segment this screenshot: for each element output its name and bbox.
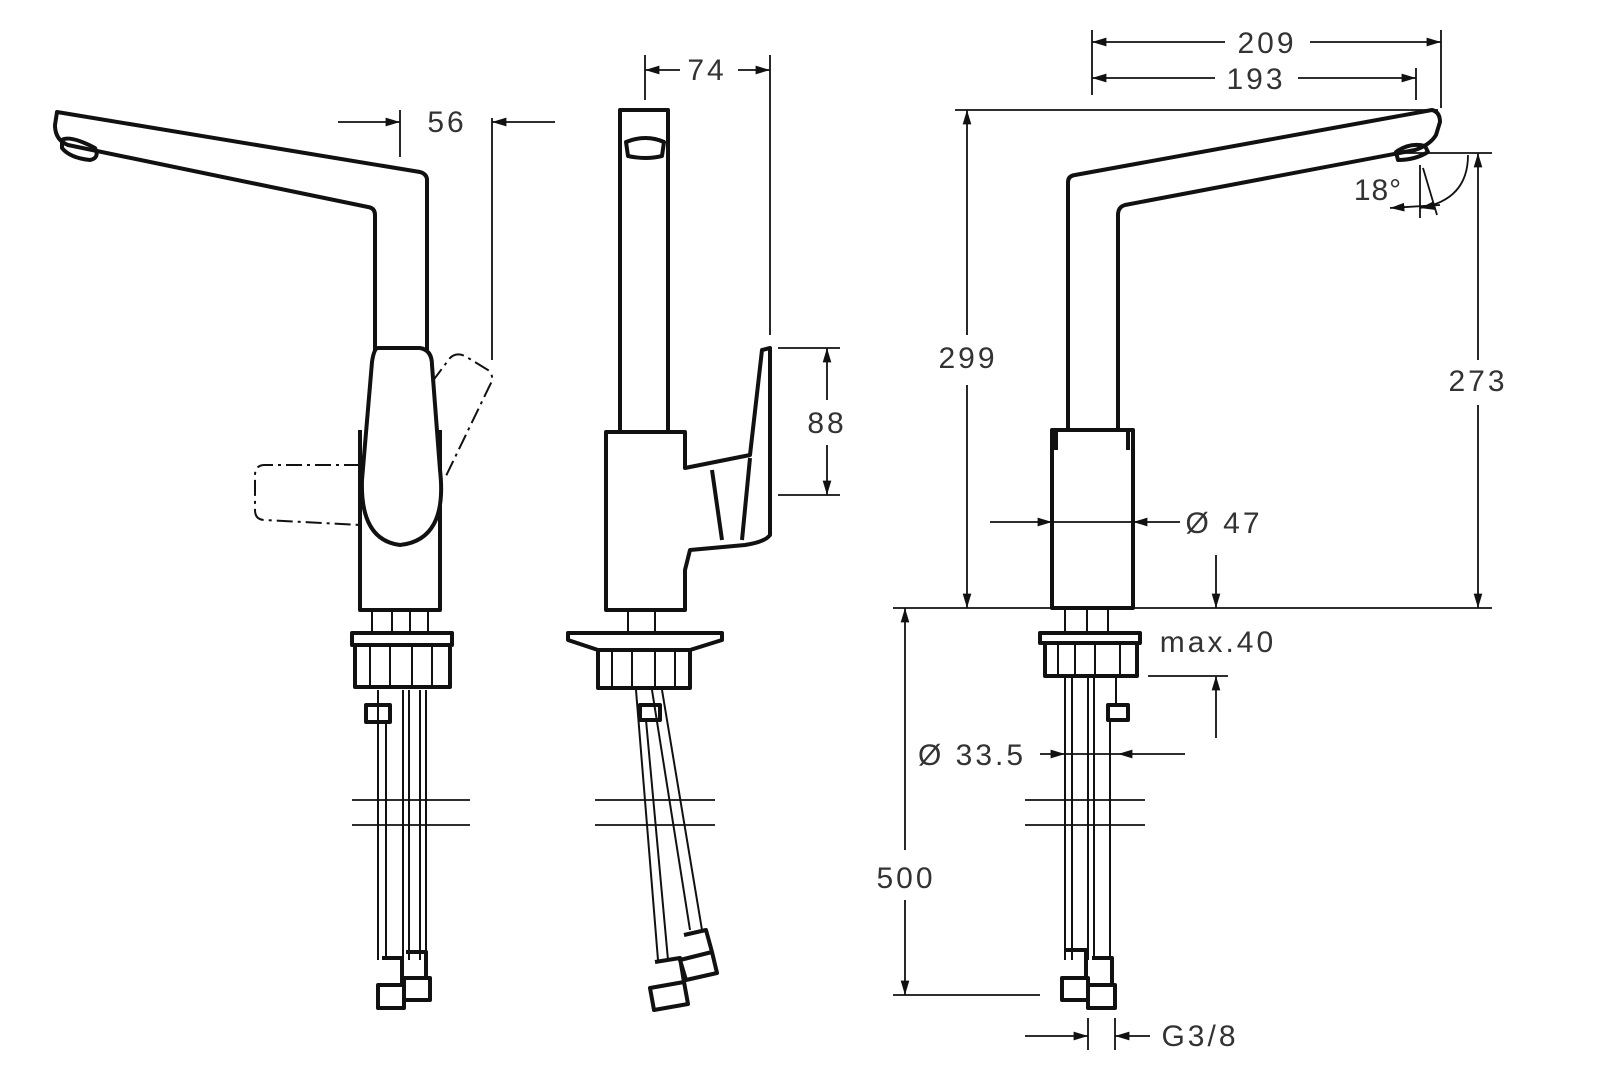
dim-88: 88 [807,407,846,440]
dim-56: 56 [427,106,466,139]
dim-209: 209 [1237,27,1296,60]
dim-diameter-33-5: Ø 33.5 [918,739,1026,772]
dim-max-40: max.40 [1160,626,1276,659]
dim-193: 193 [1226,63,1285,96]
dim-273: 273 [1448,365,1507,398]
svg-text:██: ██ [423,104,472,142]
front-view: ██ 56 [53,104,555,1010]
dim-299: 299 [938,342,997,375]
dim-g3-8: G3/8 [1161,1020,1238,1053]
dim-500: 500 [876,862,935,895]
dim-74: 74 [687,54,726,87]
dim-18-deg: 18° [1354,174,1402,207]
rear-view: 209 193 18° 299 273 Ø 47 max.40 [876,27,1507,1053]
dim-diameter-47: Ø 47 [1185,507,1262,540]
side-view: 74 88 [566,54,846,1012]
